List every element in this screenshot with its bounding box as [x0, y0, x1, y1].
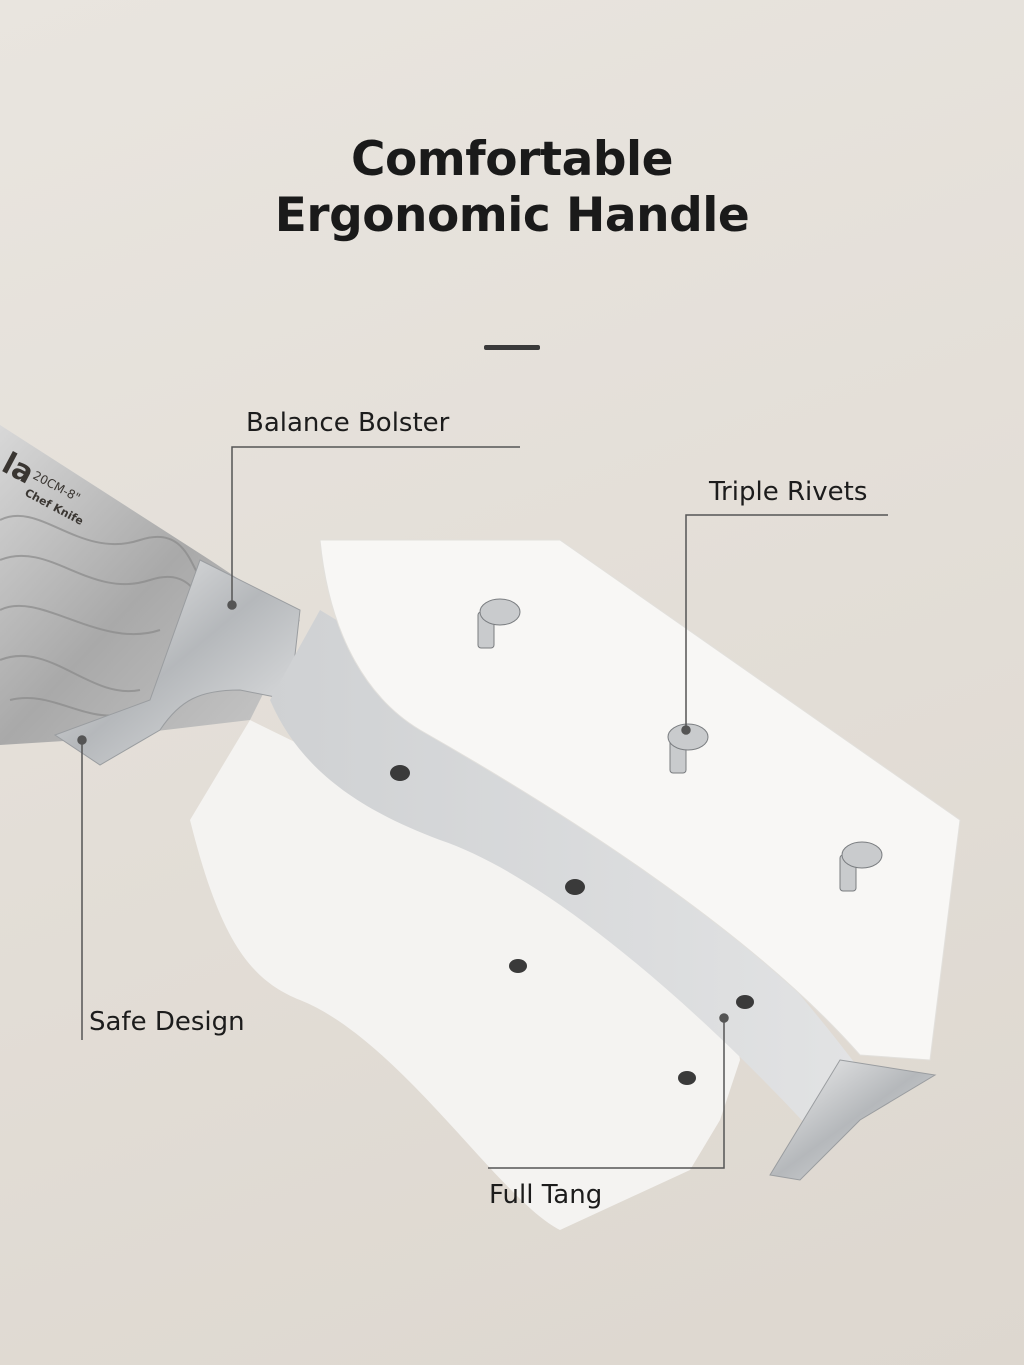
title-line-1: Comfortable — [351, 132, 674, 187]
callout-full-tang: Full Tang — [489, 1180, 603, 1210]
title-divider — [484, 345, 540, 350]
handle-slab-front — [319, 539, 961, 1061]
butt-cap — [769, 1059, 937, 1181]
callout-balance-bolster: Balance Bolster — [246, 408, 450, 438]
bolster — [53, 559, 301, 766]
callout-triple-rivets: Triple Rivets — [709, 477, 868, 507]
handle-slab-back — [190, 720, 740, 1230]
tang-holes — [390, 765, 754, 1085]
page-title: Comfortable Ergonomic Handle — [0, 132, 1024, 244]
full-tang — [270, 610, 860, 1140]
callout-safe-design: Safe Design — [89, 1007, 245, 1037]
rivets — [477, 598, 883, 892]
callout-lines — [77, 446, 888, 1169]
title-line-2: Ergonomic Handle — [274, 188, 750, 243]
